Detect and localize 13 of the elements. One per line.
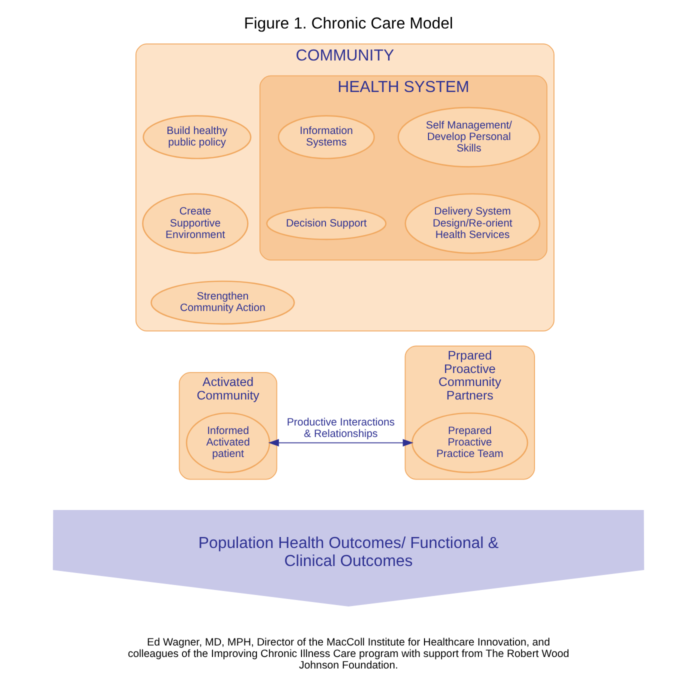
edge-label: Productive Interactions & Relationships	[286, 416, 394, 440]
node-ellipse: Prepared Proactive Practice Team	[411, 412, 528, 474]
node-ellipse: Informed Activated patient	[185, 412, 270, 474]
node-ellipse: Build healthy public policy	[142, 115, 251, 160]
caption: Ed Wagner, MD, MPH, Director of the MacColl Institute for Healthcare Innovation, and colleagues of the Improving Chronic Illness Care program with support from The Robert Wood Johnson Foundation.	[127, 636, 569, 672]
arrow	[268, 439, 413, 446]
node-ellipse: Create Supportive Environment	[142, 193, 248, 254]
node-ellipse: Information Systems	[277, 115, 374, 160]
node-ellipse: Decision Support	[266, 206, 386, 240]
node-ellipse: Self Management/ Develop Personal Skills	[397, 106, 540, 168]
diagram-title: Figure 1. Chronic Care Model	[243, 15, 453, 32]
node-ellipse: Delivery System Design/Re-orient Health Services	[404, 193, 540, 254]
node-ellipse: Strengthen Community Action	[150, 280, 294, 325]
